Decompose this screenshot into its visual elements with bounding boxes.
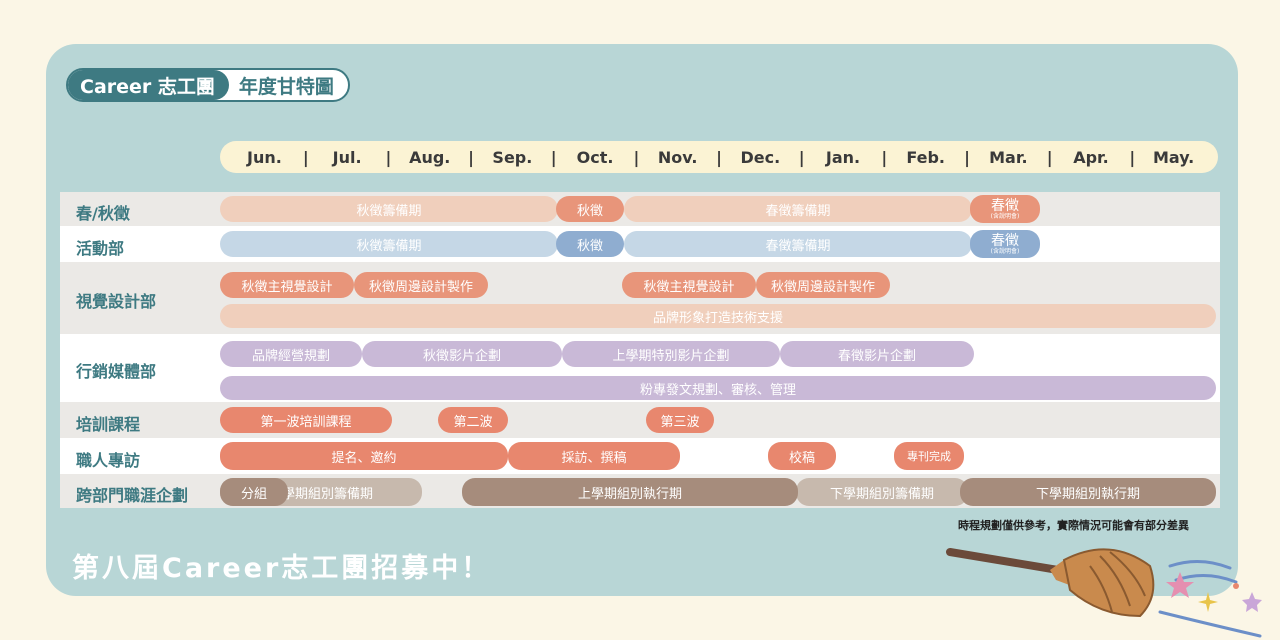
brand-title: Career 志工團 (68, 70, 229, 100)
gantt-bar: 春徵影片企劃 (780, 341, 974, 367)
footnote: 時程規劃僅供參考，實際情況可能會有部分差異 (958, 519, 1189, 532)
month-separator: | (550, 147, 557, 167)
broom-icon (946, 548, 1262, 638)
month-label: Jul. (332, 147, 362, 167)
bar-subtext: (含說明會) (990, 212, 1020, 220)
gantt-bar: 秋徵主視覺設計 (622, 272, 756, 298)
month-label: Oct. (576, 147, 614, 167)
bar-text: 春徵 (991, 197, 1019, 214)
month-separator: | (1046, 147, 1053, 167)
month-separator: | (468, 147, 474, 167)
row-label: 活動部 (76, 239, 125, 258)
month-label: May. (1152, 147, 1195, 167)
month-header: Jun. | Jul. | Aug. | Sep. | Oct. | Nov. | Dec.… (220, 141, 1218, 173)
month-label: Jun. (247, 147, 282, 167)
gantt-bar: 提名、邀約 (220, 442, 508, 470)
gantt-bar: 下學期組別執行期 (960, 478, 1216, 506)
month-label: Jan. (825, 147, 861, 167)
month-separator: | (716, 147, 722, 167)
gantt-bar: 春徵籌備期 (624, 231, 972, 257)
month-label: Aug. (409, 147, 451, 167)
month-label: Apr. (1073, 147, 1109, 167)
row-label: 視覺設計部 (76, 292, 157, 311)
month-separator: | (302, 147, 309, 167)
row-label: 行銷媒體部 (76, 362, 157, 381)
gantt-bar: 上學期特別影片企劃 (562, 341, 780, 367)
gantt-bar: 秋徵籌備期 (220, 231, 558, 257)
gantt-bar: 粉專發文規劃、審核、管理 (220, 376, 1216, 400)
gantt-bar: 校稿 (768, 442, 836, 470)
month-separator: | (633, 147, 640, 167)
month-separator: | (964, 147, 970, 167)
title-badge: Career 志工團 年度甘特圖 (66, 68, 350, 102)
month-separator: | (881, 147, 888, 167)
gantt-bar: 採訪、撰稿 (508, 442, 680, 470)
month-label: Sep. (492, 147, 533, 167)
gantt-bar: 秋徵 (556, 231, 624, 257)
gantt-bar: 秋徵周邊設計製作 (354, 272, 488, 298)
chart-title: 年度甘特圖 (238, 75, 334, 98)
month-separator: | (1129, 147, 1136, 167)
row-label: 春/秋徵 (76, 204, 130, 223)
gantt-bar: 分組 (220, 478, 288, 506)
gantt-bar: 下學期組別籌備期 (796, 478, 968, 506)
gantt-bar: 秋徵周邊設計製作 (756, 272, 890, 298)
gantt-bar: 第二波 (438, 407, 508, 433)
gantt-bar: 秋徵主視覺設計 (220, 272, 354, 298)
gantt-bar: 專刊完成 (894, 442, 964, 470)
gantt-bar: 秋徵影片企劃 (362, 341, 562, 367)
month-label: Dec. (740, 147, 781, 167)
month-label: Nov. (657, 147, 698, 167)
month-separator: | (385, 147, 392, 167)
gantt-bar: 品牌形象打造技術支援 (220, 304, 1216, 328)
gantt-bar: 第一波培訓課程 (220, 407, 392, 433)
gantt-bar: 上學期組別執行期 (462, 478, 798, 506)
row-label: 職人專訪 (76, 451, 141, 470)
gantt-bar: 春徵(含說明會) (970, 230, 1040, 258)
month-label: Feb. (906, 147, 945, 167)
bar-text: 春徵 (991, 232, 1019, 249)
row-label: 跨部門職涯企劃 (76, 486, 189, 505)
recruit-banner: 第八屆Career志工團招募中！ (72, 553, 492, 584)
bar-subtext: (含說明會) (990, 247, 1020, 255)
month-label: Mar. (989, 147, 1028, 167)
row-label: 培訓課程 (76, 415, 141, 434)
gantt-bar: 春徵籌備期 (624, 196, 972, 222)
gantt-bar: 春徵(含說明會) (970, 195, 1040, 223)
gantt-bar: 秋徵 (556, 196, 624, 222)
gantt-bar: 品牌經營規劃 (220, 341, 362, 367)
month-separator: | (798, 147, 805, 167)
gantt-bar: 秋徵籌備期 (220, 196, 558, 222)
gantt-bar: 第三波 (646, 407, 714, 433)
